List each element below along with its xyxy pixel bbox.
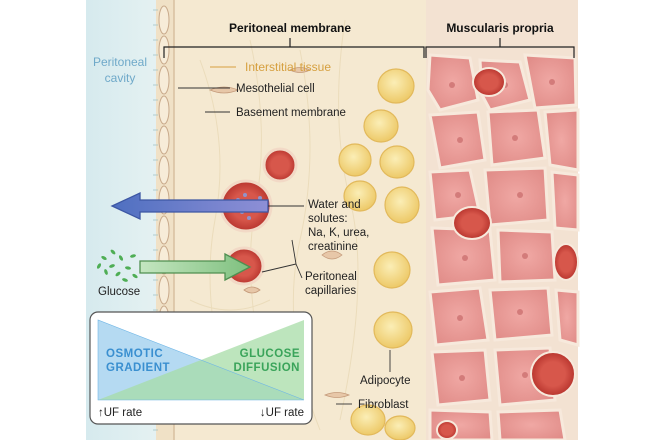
osmotic-gradient-label-1: OSMOTIC — [106, 348, 163, 360]
peritoneal-membrane-label: Peritoneal membrane — [229, 21, 351, 35]
uf-rate-down-label: ↓UF rate — [260, 407, 304, 419]
glucose-particles — [96, 249, 138, 282]
water-solutes-label-2: solutes: — [308, 213, 348, 225]
glucose-diffusion-label-2: DIFFUSION — [234, 362, 300, 374]
mesothelial-cell-label: Mesothelial cell — [236, 83, 315, 95]
water-solutes-label-3: Na, K, urea, — [308, 227, 369, 239]
glucose-diffusion-label-1: GLUCOSE — [240, 348, 300, 360]
peritoneal-cavity-label-1: Peritoneal — [93, 55, 147, 69]
uf-rate-up-label: ↑UF rate — [98, 407, 142, 419]
peritoneal-capillaries-label-1: Peritoneal — [305, 271, 357, 283]
basement-membrane-label: Basement membrane — [236, 107, 346, 119]
glucose-label: Glucose — [98, 286, 140, 298]
water-solutes-label-4: creatinine — [308, 241, 358, 253]
water-solutes-arrow — [110, 191, 269, 221]
fibroblast-label: Fibroblast — [358, 399, 409, 411]
bracket-peritoneal-membrane — [163, 38, 425, 58]
uf-inset-panel: OSMOTIC GRADIENT GLUCOSE DIFFUSION ↑UF r… — [89, 311, 313, 425]
adipocytes — [338, 68, 420, 440]
bracket-muscularis-propria — [425, 38, 575, 58]
peritoneal-capillaries-label-2: capillaries — [305, 285, 356, 297]
fibroblast-cell — [323, 392, 351, 398]
osmotic-gradient-label-2: GRADIENT — [106, 362, 170, 374]
peritoneal-cavity-label-2: cavity — [105, 71, 136, 85]
interstitial-tissue-label: Interstitial tissue — [245, 60, 331, 74]
water-solutes-label-1: Water and — [308, 199, 361, 211]
glucose-arrow — [139, 252, 252, 282]
muscularis-propria-label: Muscularis propria — [446, 21, 554, 35]
adipocyte-label: Adipocyte — [360, 375, 411, 387]
